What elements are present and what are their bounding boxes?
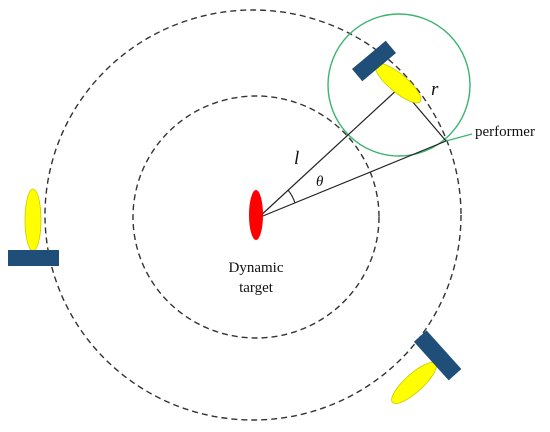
bottom-right-performer-beam	[391, 362, 437, 404]
line-target-to-boundary	[257, 140, 447, 219]
label-dynamic-target-line2: target	[239, 280, 274, 296]
label-l: l	[294, 148, 299, 169]
outer-orbit-circle	[44, 9, 462, 421]
sensing-range-circle	[327, 13, 471, 157]
top-right-performer-body	[352, 40, 396, 82]
performer-pointer-line	[445, 133, 473, 142]
dynamic-target-marker	[249, 190, 263, 240]
line-l-target-to-sensor	[257, 86, 401, 219]
bottom-right-performer-body	[413, 330, 462, 381]
left-performer-body	[8, 250, 59, 266]
label-performer: performer	[475, 124, 535, 140]
left-performer-beam	[24, 188, 42, 252]
inner-orbit-circle	[132, 95, 380, 339]
label-r: r	[431, 79, 439, 100]
label-theta: θ	[316, 174, 324, 190]
label-dynamic-target-line1: Dynamic	[229, 260, 284, 276]
theta-angle-arc	[287, 189, 296, 204]
